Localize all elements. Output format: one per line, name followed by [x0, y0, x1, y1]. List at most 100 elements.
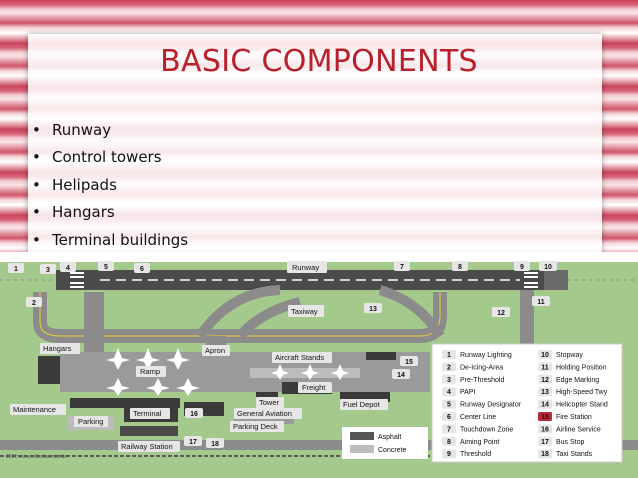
marker-6: 6	[134, 263, 150, 273]
legend-number: 11	[541, 364, 549, 371]
threshold-markings	[70, 272, 538, 288]
legend-text: High-Speed Twy	[556, 389, 608, 396]
legend-number-badge	[442, 374, 456, 384]
legend-number-badge	[538, 387, 552, 397]
marker-14: 14	[392, 369, 410, 379]
svg-text:10: 10	[544, 264, 552, 271]
svg-text:14: 14	[397, 372, 405, 379]
marker-12: 12	[492, 307, 510, 317]
legend-row: 5 Runway Designator	[442, 399, 522, 409]
legend-number: 9	[447, 451, 451, 458]
marker-7: 7	[394, 261, 410, 271]
bullet-dot-icon: •	[32, 230, 41, 249]
legend-text: Bus Stop	[556, 439, 585, 446]
label-maintenance: Maintenance	[13, 405, 56, 414]
asphalt-label: Asphalt	[378, 434, 401, 441]
label-terminal: Terminal	[133, 409, 162, 418]
label-apron: Apron	[205, 346, 225, 355]
map-labels: Runway Taxiway Hangars Apron Ramp Aircra…	[10, 261, 388, 452]
label-runway: Runway	[292, 263, 319, 272]
legend-text: Runway Designator	[460, 402, 522, 409]
svg-text:6: 6	[140, 266, 144, 273]
svg-text:7: 7	[400, 264, 404, 271]
legend-text: Touchdown Zone	[460, 426, 513, 433]
bullet-dot-icon: •	[32, 175, 41, 194]
bullet-item: •Hangars	[32, 199, 188, 227]
label-fuel-depot: Fuel Depot	[343, 400, 381, 409]
svg-text:18: 18	[211, 441, 219, 448]
label-hangars: Hangars	[43, 344, 72, 353]
marker-8: 8	[452, 261, 468, 271]
slide-title: BASIC COMPONENTS	[160, 44, 478, 79]
legend-text: Holding Position	[556, 364, 607, 371]
legend-text: Runway Lighting	[460, 352, 512, 359]
concrete-swatch	[350, 445, 374, 453]
watermark-text: 2012 www.rollierbasmidt.de	[6, 454, 67, 460]
legend-text: Aiming Point	[460, 439, 499, 446]
svg-text:3: 3	[46, 267, 50, 274]
legend-row: 4 PAPI	[442, 387, 475, 397]
legend-text: Pre-Threshold	[460, 377, 504, 384]
bullet-text: Control towers	[52, 148, 162, 167]
legend-text: De-Icing-Area	[460, 364, 503, 371]
legend-number-badge	[538, 449, 552, 459]
label-general-aviation: General Aviation	[237, 409, 292, 418]
legend-number: 3	[447, 377, 451, 384]
label-railway-station: Railway Station	[121, 442, 173, 451]
label-tower: Tower	[259, 398, 280, 407]
marker-2: 2	[26, 297, 42, 307]
marker-17: 17	[184, 436, 202, 446]
asphalt-swatch	[350, 432, 374, 440]
slide-card	[28, 34, 602, 260]
svg-text:17: 17	[189, 439, 197, 446]
bullet-text: Helipads	[52, 175, 117, 194]
legend-number: 5	[447, 402, 451, 409]
legend-text: Edge Marking	[556, 377, 599, 384]
legend-number-badge	[538, 424, 552, 434]
legend-text: Center Line	[460, 414, 496, 421]
label-aircraft-stands: Aircraft Stands	[275, 353, 324, 362]
legend-number: 14	[541, 402, 549, 409]
bullet-item: • Helipads	[32, 171, 188, 199]
label-freight: Freight	[302, 383, 326, 392]
marker-13: 13	[364, 303, 382, 313]
marker-9: 9	[514, 261, 530, 271]
legend-number-badge	[538, 362, 552, 372]
bullet-item: • Terminal buildings	[32, 226, 188, 254]
marker-1: 1	[8, 263, 24, 273]
parked-aircraft	[106, 348, 349, 396]
airport-diagram-svg: Runway Taxiway Hangars Apron Ramp Aircra…	[0, 252, 638, 478]
marker-18: 18	[206, 438, 224, 448]
bullet-item: • Control towers	[32, 144, 188, 172]
bullet-text: Terminal buildings	[52, 230, 189, 249]
legend-number-badge	[442, 412, 456, 421]
legend-text: Airline Service	[556, 426, 601, 433]
svg-text:9: 9	[520, 264, 524, 271]
svg-text:13: 13	[369, 306, 377, 313]
svg-text:4: 4	[66, 265, 70, 272]
taxiway-link	[520, 290, 534, 360]
svg-text:1: 1	[14, 266, 18, 273]
legend-text: PAPI	[460, 389, 475, 396]
legend-number-badge	[442, 399, 456, 409]
bullet-dot-icon: •	[32, 148, 41, 167]
legend-number: 1	[447, 352, 451, 359]
legend-number-badge	[538, 350, 552, 359]
marker-11: 11	[532, 296, 550, 306]
svg-text:5: 5	[104, 264, 108, 271]
stopway	[544, 270, 568, 290]
access-road	[0, 440, 638, 450]
legend-row: 1 Runway Lighting	[442, 350, 512, 359]
svg-text:16: 16	[190, 411, 198, 418]
legend-number: 4	[447, 389, 451, 396]
legend-number: 15	[541, 414, 549, 421]
